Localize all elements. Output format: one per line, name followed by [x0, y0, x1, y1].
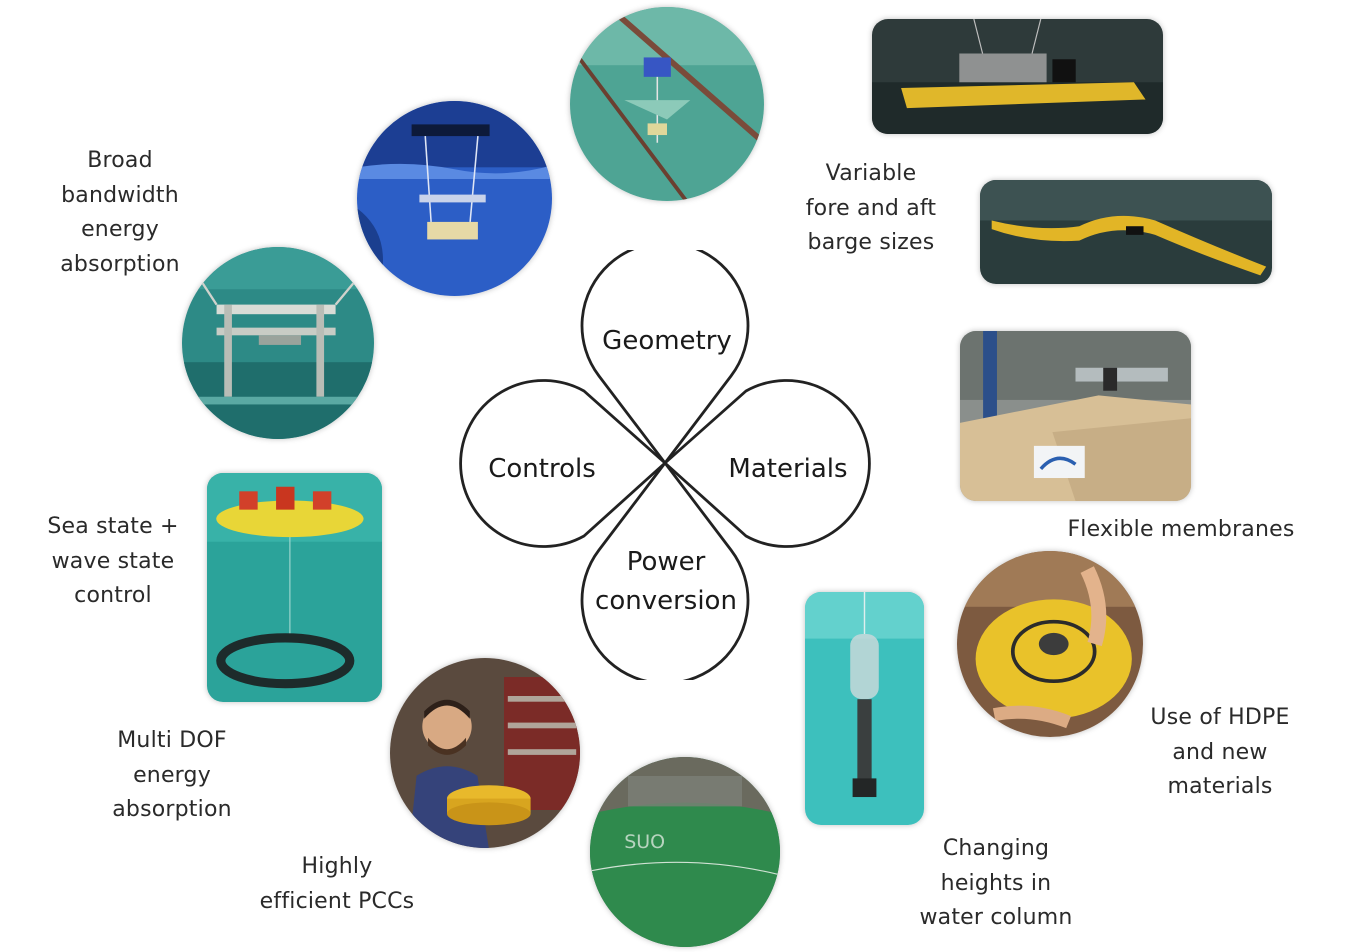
controls-petal — [459, 379, 668, 548]
yellow-buoy-photo — [207, 473, 382, 702]
conversion-label: conversion — [595, 586, 737, 616]
green-buoy-photo: SUO — [590, 757, 780, 947]
svg-text:SUO: SUO — [624, 831, 665, 853]
concept-clover-diagram: Geometry Controls Materials Power conver… — [459, 250, 871, 680]
broad-bandwidth-label: Broad bandwidth energy absorption — [60, 148, 180, 277]
membrane-rig-photo — [960, 331, 1191, 501]
materials-petal — [662, 379, 871, 548]
flexible-membranes-label: Flexible membranes — [1067, 517, 1295, 542]
flexing-barge-photo — [980, 180, 1272, 284]
water-column-label: Changing heights in water column — [919, 836, 1073, 930]
vertical-buoy-photo — [805, 592, 924, 825]
controls-label: Controls — [488, 454, 596, 484]
hdpe-label: Use of HDPE and new materials — [1150, 705, 1290, 799]
tank-overhead-photo — [570, 7, 764, 201]
geometry-petal — [580, 250, 750, 466]
multi-dof-label: Multi DOF energy absorption — [112, 728, 232, 822]
materials-label: Materials — [728, 454, 847, 484]
floating-barge-photo — [872, 19, 1163, 134]
engineer-photo — [390, 658, 580, 848]
sea-state-label: Sea state + wave state control — [47, 514, 179, 608]
pccs-label: Highly efficient PCCs — [259, 854, 415, 914]
geometry-label: Geometry — [602, 326, 732, 356]
hdpe-buoy-photo — [957, 551, 1143, 737]
variable-barge-label: Variable fore and aft barge sizes — [805, 161, 937, 255]
frame-test-rig-photo — [182, 247, 374, 439]
power-label: Power — [627, 547, 706, 577]
power-conversion-petal — [580, 460, 750, 680]
